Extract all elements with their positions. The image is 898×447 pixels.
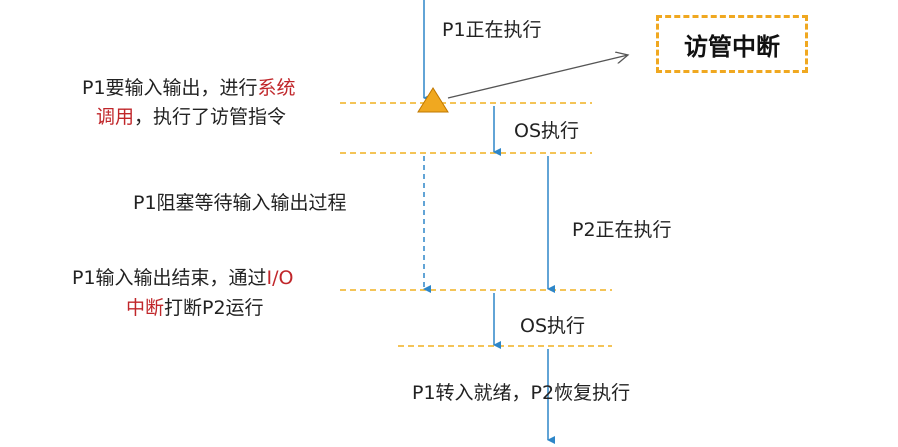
- label-os-exec-2: OS执行: [520, 315, 586, 337]
- callout-pointer-arrow: [447, 55, 628, 99]
- label-io-end-line2: 中断打断P2运行: [126, 295, 264, 321]
- syscall-line2-rest: ，执行了访管指令: [134, 106, 287, 128]
- label-p1-running: P1正在执行: [442, 19, 542, 41]
- callout-box: 访管中断: [656, 15, 808, 73]
- io-line2-highlight: 中断: [126, 297, 165, 319]
- io-end-prefix: P1输入输出结束，通过: [72, 267, 267, 289]
- label-syscall-line1: P1要输入输出，进行系统: [82, 75, 296, 101]
- label-p2-running: P2正在执行: [572, 219, 672, 241]
- label-syscall-line2: 调用，执行了访管指令: [96, 104, 286, 130]
- syscall-prefix: P1要输入输出，进行: [82, 77, 258, 99]
- syscall-line2-highlight: 调用: [96, 106, 135, 128]
- syscall-highlight: 系统: [257, 77, 296, 99]
- label-final: P1转入就绪，P2恢复执行: [412, 382, 631, 404]
- io-line2-rest: 打断P2运行: [164, 297, 264, 319]
- label-io-end-line1: P1输入输出结束，通过I/O: [72, 265, 294, 291]
- io-end-highlight: I/O: [266, 267, 294, 289]
- callout-text: 访管中断: [684, 32, 780, 61]
- label-p1-blocked: P1阻塞等待输入输出过程: [133, 192, 347, 214]
- syscall-triangle: [417, 87, 449, 113]
- label-os-exec-1: OS执行: [514, 120, 580, 142]
